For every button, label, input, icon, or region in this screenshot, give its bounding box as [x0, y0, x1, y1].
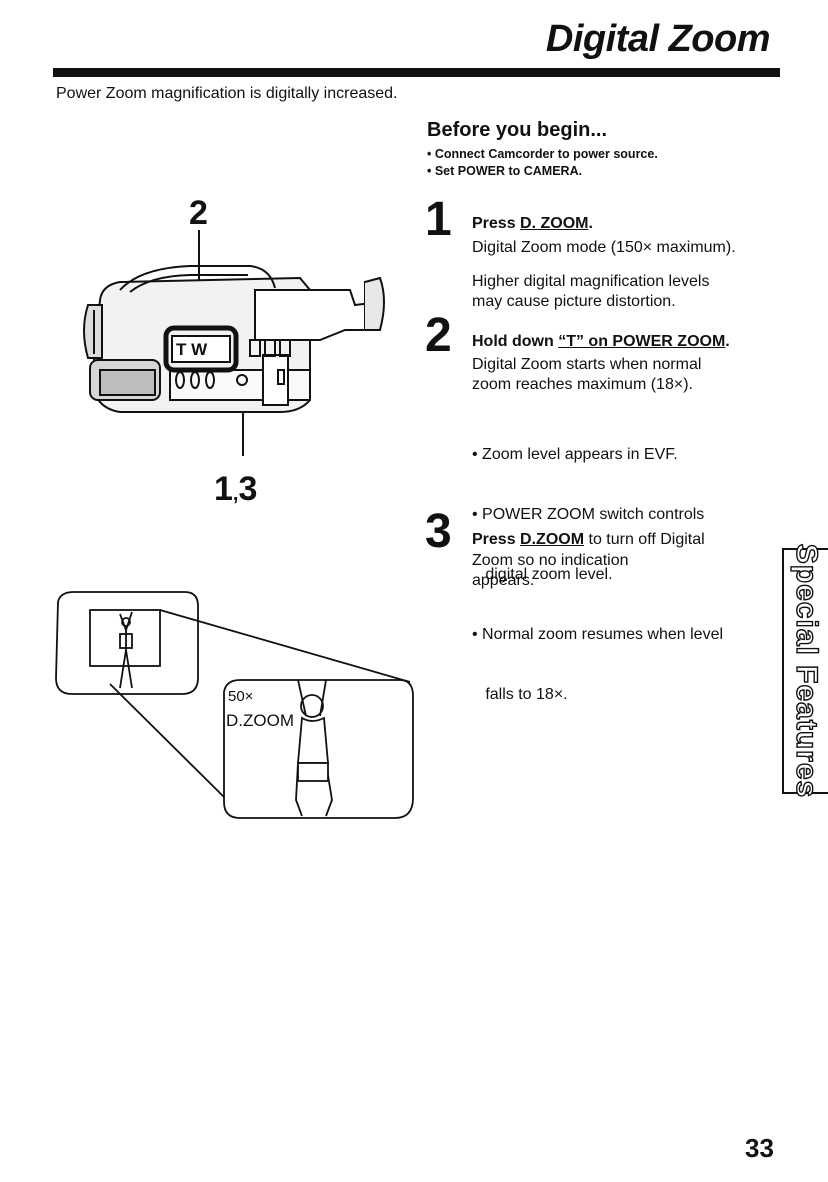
before-you-begin-list: • Connect Camcorder to power source. • S…: [427, 146, 658, 180]
text-line: Higher digital magnification levels: [472, 273, 710, 290]
callout-number: 3: [238, 470, 258, 508]
text-line: Digital Zoom mode (150× maximum).: [472, 239, 736, 256]
control-name: D. ZOOM: [520, 215, 589, 232]
control-name: “T” on POWER ZOOM: [558, 333, 726, 350]
step-description: Digital Zoom starts when normal zoom rea…: [472, 355, 701, 395]
page-title: Digital Zoom: [545, 18, 771, 60]
step-description: Zoom so no indication appears.: [472, 551, 629, 591]
step-lead: Hold down: [472, 333, 559, 350]
text-line: appears.: [472, 572, 535, 589]
step-instruction: Press D.ZOOM to turn off Digital: [472, 531, 705, 549]
step-note: Higher digital magnification levels may …: [472, 272, 709, 312]
text-line: Zoom so no indication: [472, 552, 629, 569]
text-line: Digital Zoom starts when normal: [472, 356, 702, 373]
step-lead: Press: [472, 215, 521, 232]
digital-zoom-illustration: 50× D.ZOOM: [55, 591, 414, 819]
player-large: [295, 679, 333, 817]
before-you-begin-heading: Before you begin...: [427, 119, 608, 141]
text-line: may cause picture distortion.: [472, 293, 676, 310]
step-tail: to turn off Digital: [584, 531, 705, 548]
callout-separator: ,: [232, 483, 239, 505]
zoom-area-box: [89, 609, 161, 667]
tw-switch-label: T W: [176, 340, 208, 359]
section-tab: Special Features: [782, 543, 828, 799]
step-lead: Press: [472, 531, 521, 548]
callout-label-1-3: 1,3: [214, 472, 257, 506]
step-bullet-list: • Zoom level appears in EVF. • POWER ZOO…: [472, 405, 723, 725]
intro-text: Power Zoom magnification is digitally in…: [56, 85, 398, 102]
section-tab-label: Special Features: [789, 543, 823, 799]
viewfinder-frame-small: [55, 591, 199, 695]
viewfinder: [254, 281, 384, 341]
zoom-level-display: 50×: [228, 688, 253, 705]
step-number: 1: [425, 193, 452, 246]
title-rule: [53, 68, 780, 77]
control-name: D.ZOOM: [520, 531, 585, 548]
step-tail: .: [725, 333, 730, 350]
step-number: 2: [425, 309, 452, 362]
step-tail: .: [588, 215, 593, 232]
list-item: • POWER ZOOM switch controls: [472, 506, 705, 523]
zoom-switch-highlight: [163, 325, 239, 373]
camcorder-illustration: T W: [83, 230, 385, 456]
callout-label-2: 2: [189, 194, 208, 232]
viewfinder-frame-large: [223, 679, 414, 819]
step-description: Digital Zoom mode (150× maximum).: [472, 238, 736, 258]
step-instruction: Hold down “T” on POWER ZOOM.: [472, 333, 730, 351]
list-item: • Normal zoom resumes when level: [472, 626, 724, 643]
prereq-item: • Set POWER to CAMERA.: [427, 164, 583, 178]
list-item: falls to 18×.: [472, 686, 568, 703]
player-small: [119, 611, 133, 689]
list-item: • Zoom level appears in EVF.: [472, 446, 678, 463]
tw-switch: [171, 335, 231, 363]
list-item: digital zoom level.: [472, 566, 613, 583]
step-instruction: Press D. ZOOM.: [472, 215, 593, 233]
prereq-item: • Connect Camcorder to power source.: [427, 147, 658, 161]
dzoom-indicator: D.ZOOM: [226, 711, 294, 730]
step-number: 3: [425, 505, 452, 558]
text-line: zoom reaches maximum (18×).: [472, 376, 693, 393]
page-number: 33: [745, 1133, 774, 1163]
callout-number: 1: [214, 470, 233, 508]
